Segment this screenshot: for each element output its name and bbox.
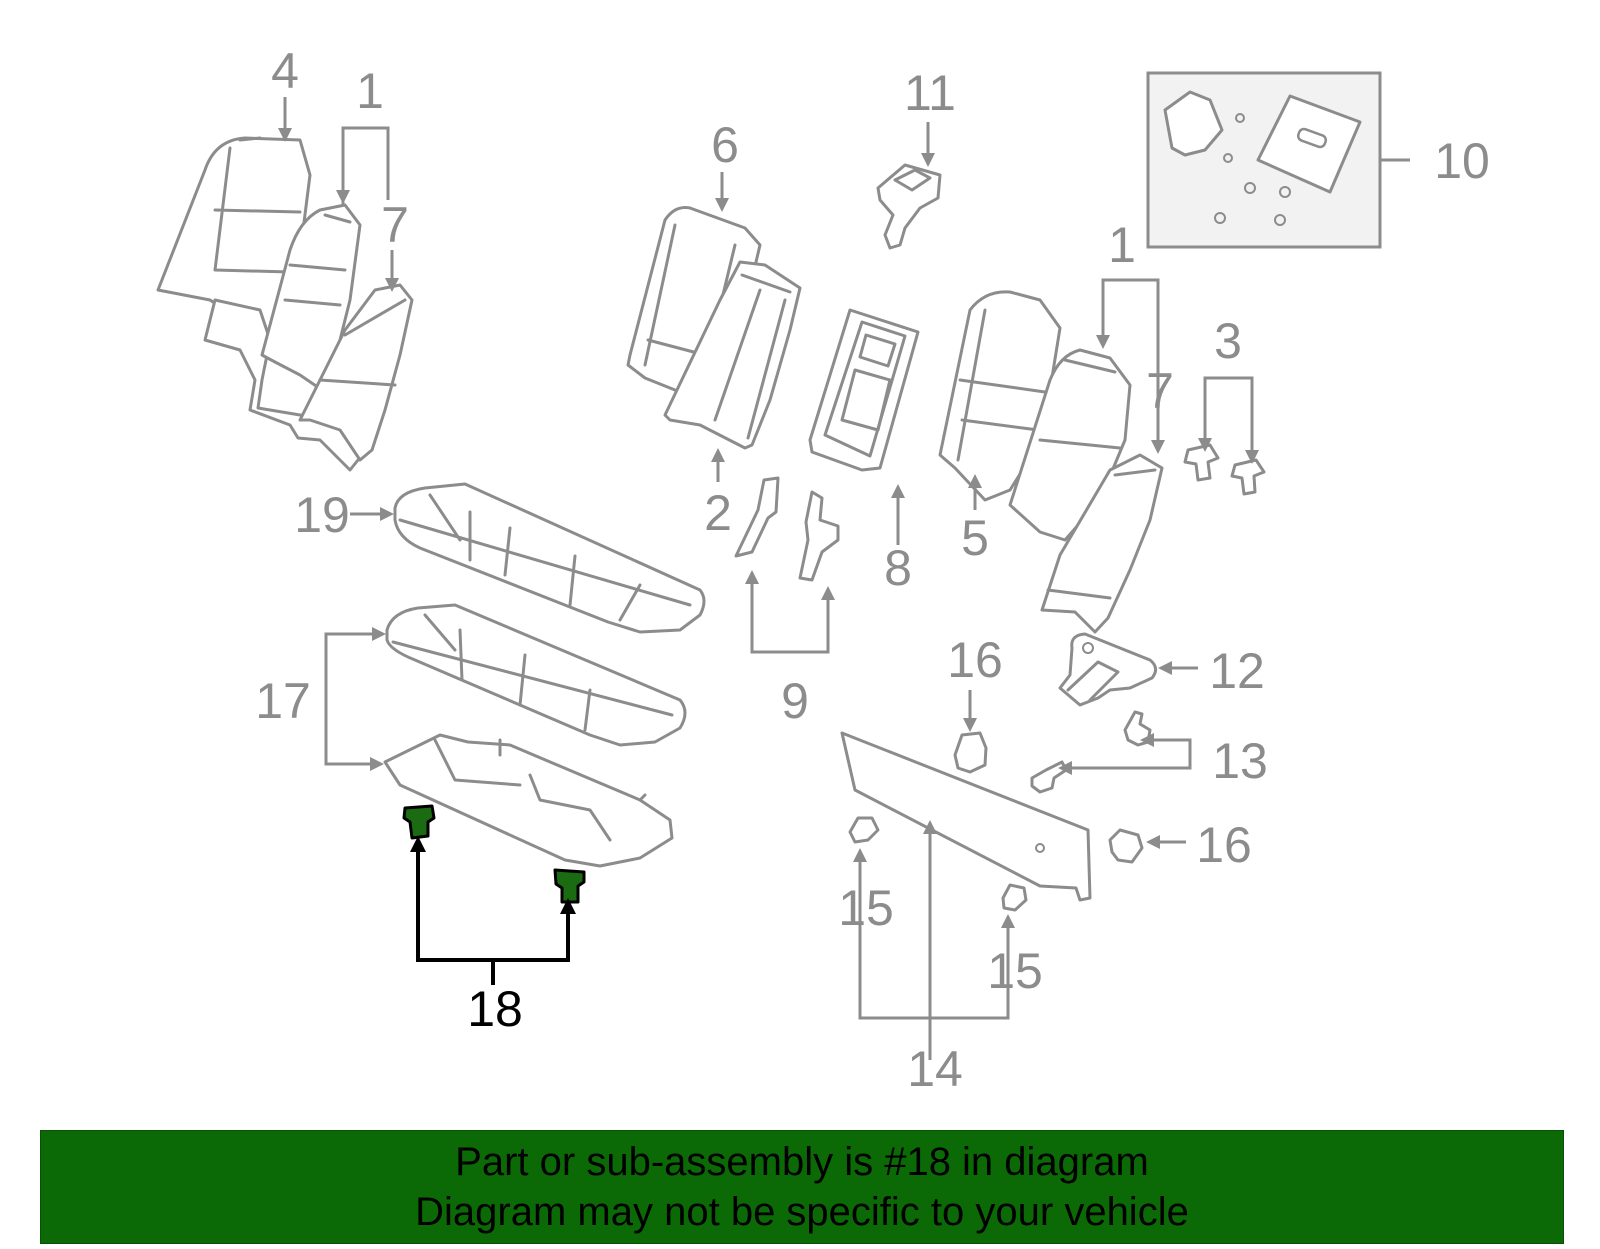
callout-19: 19	[294, 487, 350, 543]
kit-10-bracket	[1163, 90, 1224, 157]
callout-9: 9	[781, 673, 809, 729]
cushion-frame-17	[383, 733, 674, 868]
callout-15-right: 15	[987, 943, 1043, 999]
callout-11: 11	[904, 65, 956, 121]
banner-line-1: Part or sub-assembly is #18 in diagram	[455, 1140, 1149, 1184]
clip-16-lower	[1108, 828, 1144, 864]
clips-3-group	[1183, 443, 1266, 496]
brackets-9-group	[734, 476, 840, 582]
callout-16-lower: 16	[1196, 817, 1252, 873]
banner-line-2: Diagram may not be specific to your vehi…	[415, 1190, 1189, 1234]
bolt-13-upper	[1123, 710, 1152, 747]
callout-6: 6	[711, 117, 739, 173]
callout-7-left: 7	[381, 197, 409, 253]
callout-labels: 4 1 7 6 2 11 10 1 7 3 8 5 9 19 17 12 13 …	[255, 43, 1490, 1097]
left-seat-back-group	[156, 136, 414, 472]
part-18-group[interactable]	[402, 804, 586, 904]
callout-4: 4	[271, 43, 299, 99]
clip-3-right	[1230, 458, 1266, 496]
callout-2: 2	[704, 485, 732, 541]
armrest-group	[808, 308, 920, 472]
kit-10-group	[1146, 71, 1382, 249]
right-seat-back-panel	[1040, 453, 1164, 634]
callout-8: 8	[884, 540, 912, 596]
center-seat-back-group	[626, 206, 802, 450]
rear-panel-group	[840, 731, 1092, 902]
callout-5: 5	[961, 510, 989, 566]
bracket-12	[1058, 632, 1157, 707]
callout-1-right: 1	[1108, 217, 1136, 273]
callout-1-left: 1	[356, 63, 384, 119]
callout-10: 10	[1434, 133, 1490, 189]
seat-cushion-group	[383, 482, 706, 868]
callout-15-left: 15	[838, 880, 894, 936]
cushion-cover-19	[393, 482, 706, 634]
latch-11-group	[876, 163, 942, 250]
rear-panel-14	[840, 731, 1092, 902]
callout-13: 13	[1212, 733, 1268, 789]
armrest-8	[808, 308, 920, 472]
bolts-13-group	[1030, 710, 1152, 794]
callout-17: 17	[255, 673, 311, 729]
part-18-clip-left[interactable]	[402, 804, 436, 840]
latch-11	[876, 163, 942, 250]
fasteners-group	[848, 731, 1144, 912]
clip-15-left	[848, 816, 880, 844]
bracket-9-right	[798, 490, 840, 582]
leader-lines	[278, 97, 1410, 1060]
clip-3-left	[1183, 443, 1220, 482]
part-18-clip-right[interactable]	[553, 868, 586, 904]
right-seat-back-group	[938, 290, 1164, 634]
callout-3: 3	[1214, 313, 1242, 369]
callout-14: 14	[907, 1041, 963, 1097]
seat-back-2-frame	[663, 260, 802, 450]
left-seat-back-panel	[298, 283, 414, 462]
bracket-12-group	[1058, 632, 1157, 707]
clip-16-upper	[953, 731, 988, 774]
callout-12: 12	[1209, 643, 1265, 699]
leader-18	[410, 836, 576, 985]
clip-15-right	[1001, 883, 1028, 912]
bolt-13-lower	[1030, 760, 1068, 794]
info-banner: Part or sub-assembly is #18 in diagram D…	[40, 1130, 1564, 1244]
callout-18[interactable]: 18	[467, 981, 523, 1037]
callout-7-right: 7	[1146, 363, 1174, 419]
callout-16-upper: 16	[947, 632, 1003, 688]
parts-diagram: 4 1 7 6 2 11 10 1 7 3 8 5 9 19 17 12 13 …	[156, 43, 1490, 1097]
bracket-9-left	[734, 476, 780, 558]
